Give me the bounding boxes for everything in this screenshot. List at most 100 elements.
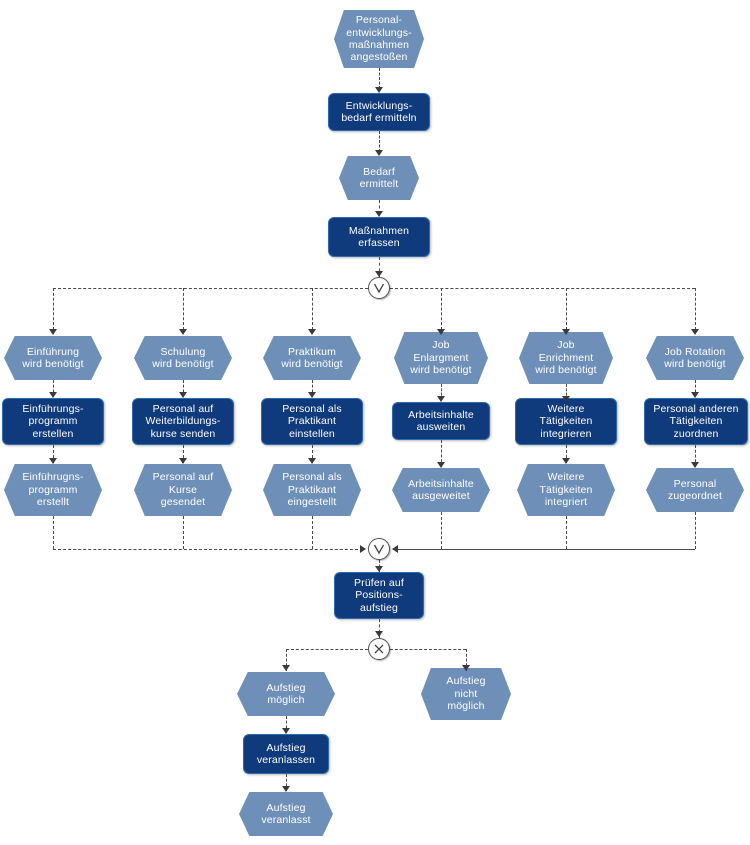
arrowhead	[375, 87, 383, 93]
connector-xor-split[interactable]	[368, 638, 390, 660]
xor-drop-left	[286, 649, 287, 671]
arrowhead	[308, 458, 316, 464]
split-drop-5	[566, 288, 567, 330]
arrowhead	[179, 329, 187, 335]
arrowhead	[375, 271, 383, 277]
function-entwicklungsbedarf-ermitteln-label: Entwicklungs-bedarf ermitteln	[341, 99, 417, 124]
arrowhead	[375, 211, 383, 217]
arrowhead	[375, 150, 383, 156]
join-bus-right	[395, 549, 695, 550]
arrowhead	[437, 462, 445, 468]
or-v-icon	[373, 544, 385, 555]
edge-b5-1	[566, 384, 567, 400]
arrowhead	[437, 329, 445, 335]
join-riser-6	[695, 512, 696, 549]
edge-b4-2	[441, 440, 442, 467]
arrowhead	[179, 458, 187, 464]
arrowhead	[49, 458, 57, 464]
xor-bus-left	[286, 649, 368, 650]
edge-b2-2	[183, 445, 184, 463]
connector-or-split[interactable]	[368, 277, 390, 299]
split-drop-3	[312, 288, 313, 330]
arrowhead	[49, 392, 57, 398]
arrowhead	[282, 786, 290, 792]
arrowhead	[691, 462, 699, 468]
function-entwicklungsbedarf-ermitteln[interactable]: Entwicklungs-bedarf ermitteln	[328, 93, 430, 131]
arrowhead	[282, 728, 290, 734]
arrowhead	[179, 392, 187, 398]
join-riser-3	[312, 516, 313, 549]
arrowhead	[437, 396, 445, 402]
edge-b6-2	[695, 445, 696, 467]
edge-veranlassen-to-veranlasst	[286, 774, 287, 791]
arrowhead	[691, 392, 699, 398]
edge-bedarf-ermitteln-to-event	[379, 131, 380, 152]
arrowhead	[308, 329, 316, 335]
join-riser-1	[53, 516, 54, 549]
arrowhead	[562, 458, 570, 464]
arrowhead	[375, 566, 383, 572]
arrowhead	[462, 665, 470, 671]
join-bus-left	[53, 549, 363, 550]
split-drop-6	[695, 288, 696, 330]
split-drop-4	[441, 288, 442, 330]
join-riser-5	[566, 516, 567, 549]
edge-b3-1	[312, 380, 313, 397]
edge-pruefen-to-xor	[379, 619, 380, 638]
or-v-icon	[373, 283, 385, 294]
connector-or-join[interactable]	[368, 538, 390, 560]
arrowhead	[691, 329, 699, 335]
edge-b1-2	[53, 445, 54, 463]
xor-x-icon	[374, 644, 384, 654]
xor-drop-right	[466, 649, 467, 671]
split-bus-right	[390, 288, 695, 289]
edge-b3-2	[312, 445, 313, 463]
